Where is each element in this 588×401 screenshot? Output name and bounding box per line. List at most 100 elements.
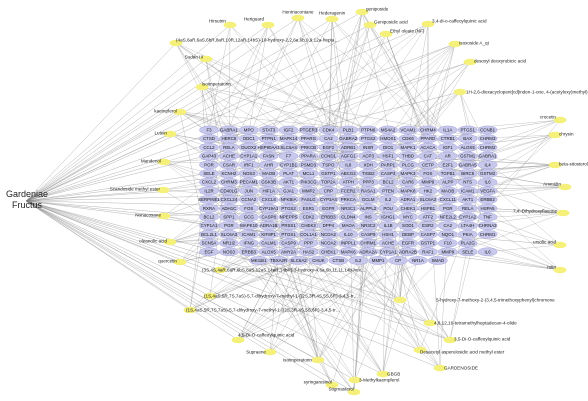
target-node[interactable]: NR1I2 [219,238,239,248]
compound-node[interactable]: quercetin [158,259,187,266]
target-node[interactable]: GCLM [358,195,379,204]
target-node[interactable]: CHEK2 [298,221,319,230]
target-node[interactable]: ADH1C [219,203,239,213]
target-node[interactable]: AMY2A [278,247,299,257]
target-node[interactable]: ALPP [437,177,458,187]
compound-node[interactable]: Isoxoside A_qt [448,41,490,48]
target-node[interactable]: GSTM1 [457,151,478,161]
target-node[interactable]: IL2R [199,186,219,196]
target-node[interactable]: CYP3A4 [318,195,339,204]
target-node[interactable]: CXCL24 [219,195,239,204]
target-node[interactable]: ALPPL2 [358,203,379,213]
target-node[interactable]: FASN [258,151,279,161]
target-node[interactable]: SELE [199,169,219,178]
target-node[interactable]: ADRA1B [258,221,279,230]
target-node[interactable]: SLC6A3 [219,230,239,239]
target-node[interactable]: GJA1 [278,186,299,196]
target-node[interactable]: LTA4H [457,221,478,230]
target-node[interactable]: PTGS2 [358,134,379,143]
target-node[interactable]: PIK3CG [298,177,319,187]
target-node[interactable]: EGFR [318,203,339,213]
target-node[interactable]: SLC6A4 [278,143,299,152]
target-node[interactable]: ESR1 [298,203,319,213]
compound-node[interactable]: Hirsutrin [209,19,237,29]
target-node[interactable]: CSAR [219,160,239,170]
target-node[interactable]: MAPK6 [338,247,359,257]
target-node[interactable]: PPARA [298,151,319,161]
target-node[interactable]: DEBP [398,230,418,239]
compound-node[interactable]: crocetin [540,115,567,124]
compound-node[interactable]: Sudan III [185,55,213,63]
compound-node[interactable]: (1S,4aS,5R,7S,7aS)-5,7-dihydroxy-7-methy… [183,306,341,314]
compound-node[interactable]: geniposide [355,7,389,16]
target-node[interactable]: GSK3B [258,177,279,187]
target-node[interactable]: BCL2 [378,177,398,187]
target-node[interactable]: RXRA [199,203,219,213]
target-node[interactable]: CTSB [328,256,349,265]
target-node[interactable]: MMP1 [368,256,388,265]
target-node[interactable]: E2F1 [437,160,458,170]
target-node[interactable]: CCNA2 [238,195,259,204]
target-node[interactable]: GSTP1 [418,238,438,248]
compound-node[interactable]: Lutein [154,131,177,138]
target-node[interactable]: ICAM1 [238,230,259,239]
target-node[interactable]: IL6 [477,177,498,187]
compound-node[interactable]: 3-Methylkaempferol [348,376,400,384]
target-node[interactable]: CHEK1 [318,247,339,257]
target-node[interactable]: SMAD [428,256,448,265]
target-node[interactable]: IRF1 [238,160,259,170]
target-node[interactable]: GABRA1 [219,125,239,135]
target-node[interactable]: CHRM1 [358,238,379,248]
target-node[interactable]: CXCL2 [199,177,219,187]
target-node[interactable]: CXCL8 [258,195,279,204]
target-node[interactable]: CLDN4 [338,212,359,222]
target-node[interactable]: BIRC5 [457,169,478,178]
target-node[interactable]: ERBB3 [238,247,259,257]
target-node[interactable]: PTPN1 [258,134,279,143]
target-node[interactable]: GAP43 [199,151,219,161]
target-node[interactable]: ABCG2 [338,169,359,178]
target-node[interactable]: CDK6 [398,134,418,143]
target-node[interactable]: CETP [418,160,438,170]
target-node[interactable]: IL2 [378,195,398,204]
target-node[interactable]: ADRA1 [398,195,418,204]
target-node[interactable]: PGR [219,221,239,230]
target-node[interactable]: NPEPPS [278,212,299,222]
target-node[interactable]: MCL1 [298,169,319,178]
target-node[interactable]: NCOA2 [318,238,339,248]
compound-node[interactable]: desoxyl deoxyrubicic acid [463,59,527,66]
compound-node[interactable]: 1H-2,6-dioxacyclopent[cd]inden-1-one, 4-… [453,88,588,96]
target-node[interactable]: DUOX2 [238,143,259,152]
target-node[interactable]: FOS [238,203,259,213]
target-node[interactable]: MKI1B1 [248,256,269,265]
target-node[interactable]: CP [388,256,408,265]
target-node[interactable]: TIGB2 [358,169,379,178]
target-node[interactable]: CRP [318,186,339,196]
target-node[interactable]: PTPN6 [358,125,379,135]
compound-node[interactable]: Supraene [246,348,277,356]
target-node[interactable]: NOS3 [238,169,259,178]
target-node[interactable]: F3 [199,125,219,135]
target-node[interactable]: GSTM2 [477,169,498,178]
target-node[interactable]: DPP4 [318,221,339,230]
compound-node[interactable]: Ethyl oleate (NF) [379,29,425,38]
target-node[interactable]: F7 [278,151,299,161]
target-node[interactable]: CASP8 [258,212,279,222]
compound-node[interactable]: 3,4-di-o-caffeoylquinic acid [421,19,488,28]
target-node[interactable]: IL1A [437,125,458,135]
target-node[interactable]: ACACA [418,143,438,152]
compound-node[interactable]: 3,5-Di-O-caffeoylquinic acid [443,337,511,344]
target-node[interactable]: ADRA2A [358,247,379,257]
target-node[interactable]: CHEK1 [398,203,418,213]
compound-node[interactable]: Hederagenin [319,11,346,23]
target-node[interactable]: F10 [437,238,458,248]
target-node[interactable]: VCAM1 [398,125,418,135]
compound-node[interactable]: ursolic acid [533,240,567,249]
target-node[interactable]: ATF2 [418,212,438,222]
compound-node[interactable]: Hentriacontane [282,10,314,22]
target-node[interactable]: ATPH [338,177,359,187]
target-node[interactable]: IGF2 [278,125,299,135]
target-node[interactable]: SCN5A [199,238,219,248]
target-node[interactable]: CHRM2 [477,143,498,152]
target-node[interactable]: PECAM1 [238,177,259,187]
